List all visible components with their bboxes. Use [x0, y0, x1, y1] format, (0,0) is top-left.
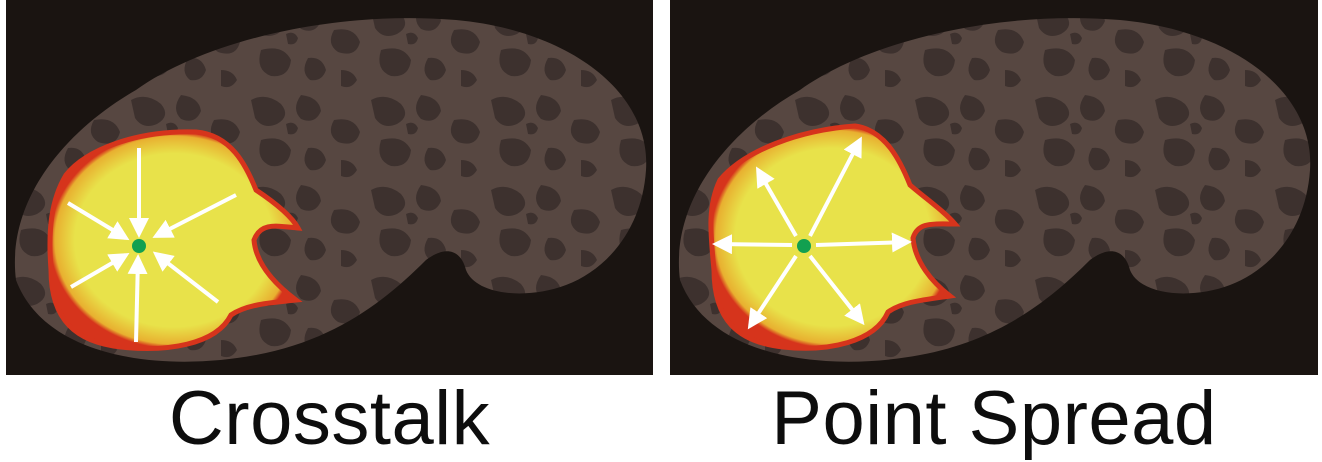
- point-spread-panel: [670, 0, 1318, 375]
- crosstalk-brain-figure: [6, 0, 653, 375]
- crosstalk-panel: [6, 0, 653, 375]
- source-point: [132, 239, 146, 253]
- point-spread-caption: Point Spread: [670, 376, 1318, 462]
- crosstalk-caption: Crosstalk: [6, 376, 653, 462]
- point-spread-brain-figure: [670, 0, 1318, 375]
- source-point: [797, 239, 811, 253]
